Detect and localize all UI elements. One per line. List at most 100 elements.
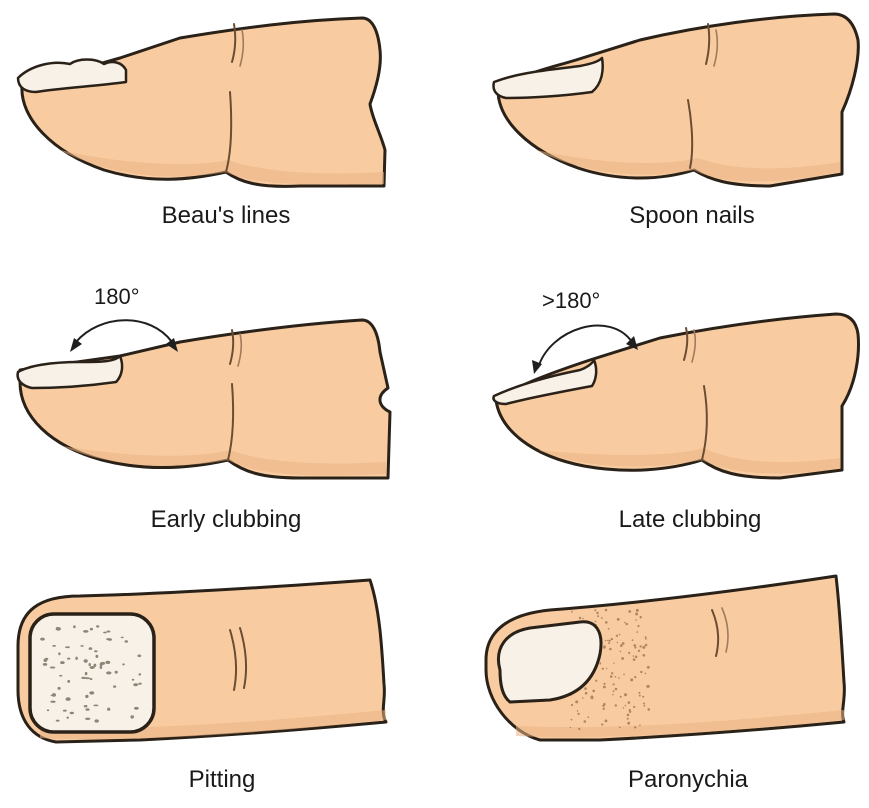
swelling-stipple: [621, 657, 624, 660]
swelling-stipple: [623, 673, 625, 676]
panel-spoon-nails: Spoon nails: [480, 0, 869, 240]
nail-pit: [105, 660, 111, 664]
nail-pit: [93, 704, 99, 707]
nail-pit: [124, 640, 129, 643]
nail-pit: [59, 674, 63, 677]
swelling-stipple: [642, 645, 646, 649]
swelling-stipple: [625, 622, 628, 626]
swelling-stipple: [609, 647, 612, 651]
nail-pit: [133, 683, 139, 687]
swelling-stipple: [603, 682, 606, 685]
swelling-stipple: [594, 609, 597, 612]
nail-pit: [67, 679, 71, 683]
nail-pits: [40, 625, 142, 723]
swelling-stipple: [604, 719, 608, 723]
swelling-stipple: [634, 676, 637, 679]
swelling-stipple: [616, 618, 620, 621]
nail-pit: [85, 708, 90, 711]
nail-pit: [137, 654, 142, 658]
swelling-stipple: [600, 617, 603, 619]
swelling-stipple: [633, 705, 636, 709]
nail-pit: [100, 661, 106, 665]
nail-pit: [93, 663, 97, 667]
nail-pit: [69, 711, 75, 715]
swelling-stipple: [624, 693, 627, 697]
swelling-stipple: [619, 650, 622, 653]
swelling-stipple: [635, 612, 639, 616]
swelling-stipple: [639, 645, 642, 648]
swelling-stipple: [590, 695, 594, 699]
swelling-stipple: [594, 620, 597, 623]
swelling-stipple: [647, 708, 651, 711]
nail-pit: [130, 715, 134, 719]
angle-label-early-clubbing: 180°: [94, 284, 140, 309]
swelling-stipple: [606, 667, 608, 670]
nail-pit: [89, 666, 95, 669]
swelling-stipple: [614, 687, 618, 691]
swelling-stipple: [633, 644, 637, 647]
swelling-stipple: [637, 624, 640, 628]
panel-pitting: Pitting: [0, 570, 430, 808]
swelling-stipple: [602, 707, 605, 710]
swelling-stipple: [635, 608, 639, 612]
nail-pit: [56, 626, 59, 629]
paronychia-finger-illustration: [484, 574, 846, 742]
swelling-stipple: [634, 726, 637, 729]
nail-pit: [88, 663, 91, 667]
nail-pit: [85, 717, 91, 720]
swelling-stipple: [646, 685, 649, 688]
nail-pit: [49, 666, 56, 669]
pitting-finger-illustration: [16, 578, 388, 744]
nail-pit: [60, 661, 65, 665]
swelling-stipple: [578, 727, 581, 731]
nail-pit: [73, 625, 76, 629]
nail-pit: [83, 705, 88, 708]
panel-early-clubbing: 180° Early clubbing: [0, 270, 430, 540]
spoon-nails-finger-illustration: [492, 12, 860, 188]
arrowhead-left: [532, 360, 542, 374]
nail-pit: [42, 663, 48, 666]
swelling-stipple: [627, 721, 631, 725]
swelling-stipple: [639, 616, 642, 619]
swelling-stipple: [628, 610, 632, 613]
swelling-stipple: [637, 649, 641, 652]
swelling-stipple: [646, 665, 650, 669]
nail-pit: [40, 637, 45, 641]
nail-pit: [131, 678, 135, 681]
caption-early-clubbing: Early clubbing: [150, 506, 302, 533]
swelling-stipple: [608, 639, 611, 642]
nail-pit: [84, 677, 90, 680]
swelling-stipple: [619, 695, 622, 698]
caption-spoon-nails: Spoon nails: [629, 202, 755, 229]
swelling-stipple: [644, 643, 648, 647]
swelling-stipple: [570, 718, 573, 721]
caption-pitting: Pitting: [188, 766, 256, 793]
swelling-stipple: [605, 621, 608, 624]
swelling-stipple: [643, 704, 646, 707]
arrowhead-right: [626, 336, 638, 350]
swelling-stipple: [632, 658, 636, 661]
nail-pit: [120, 636, 124, 639]
swelling-stipple: [607, 639, 609, 642]
swelling-stipple: [626, 713, 630, 717]
swelling-stipple: [596, 611, 599, 615]
angle-arc: [537, 324, 633, 369]
beaus-lines-finger-illustration: [16, 16, 387, 188]
swelling-stipple: [628, 709, 631, 712]
swelling-stipple: [603, 685, 606, 689]
nail-pit: [89, 678, 93, 680]
nail-pit: [99, 665, 103, 669]
swelling-stipple: [620, 644, 623, 647]
swelling-stipple: [601, 723, 604, 726]
swelling-stipple: [614, 704, 617, 707]
nail-pit: [67, 657, 71, 660]
nail-pit: [107, 707, 111, 711]
nail-pit: [96, 625, 100, 628]
swelling-stipple: [612, 690, 615, 693]
nail-pit: [75, 656, 78, 660]
early-clubbing-finger-illustration: [16, 318, 392, 480]
swelling-stipple: [597, 615, 600, 618]
swelling-stipple: [627, 701, 631, 704]
swelling-stipple: [615, 634, 619, 637]
nail-pit: [65, 697, 71, 701]
